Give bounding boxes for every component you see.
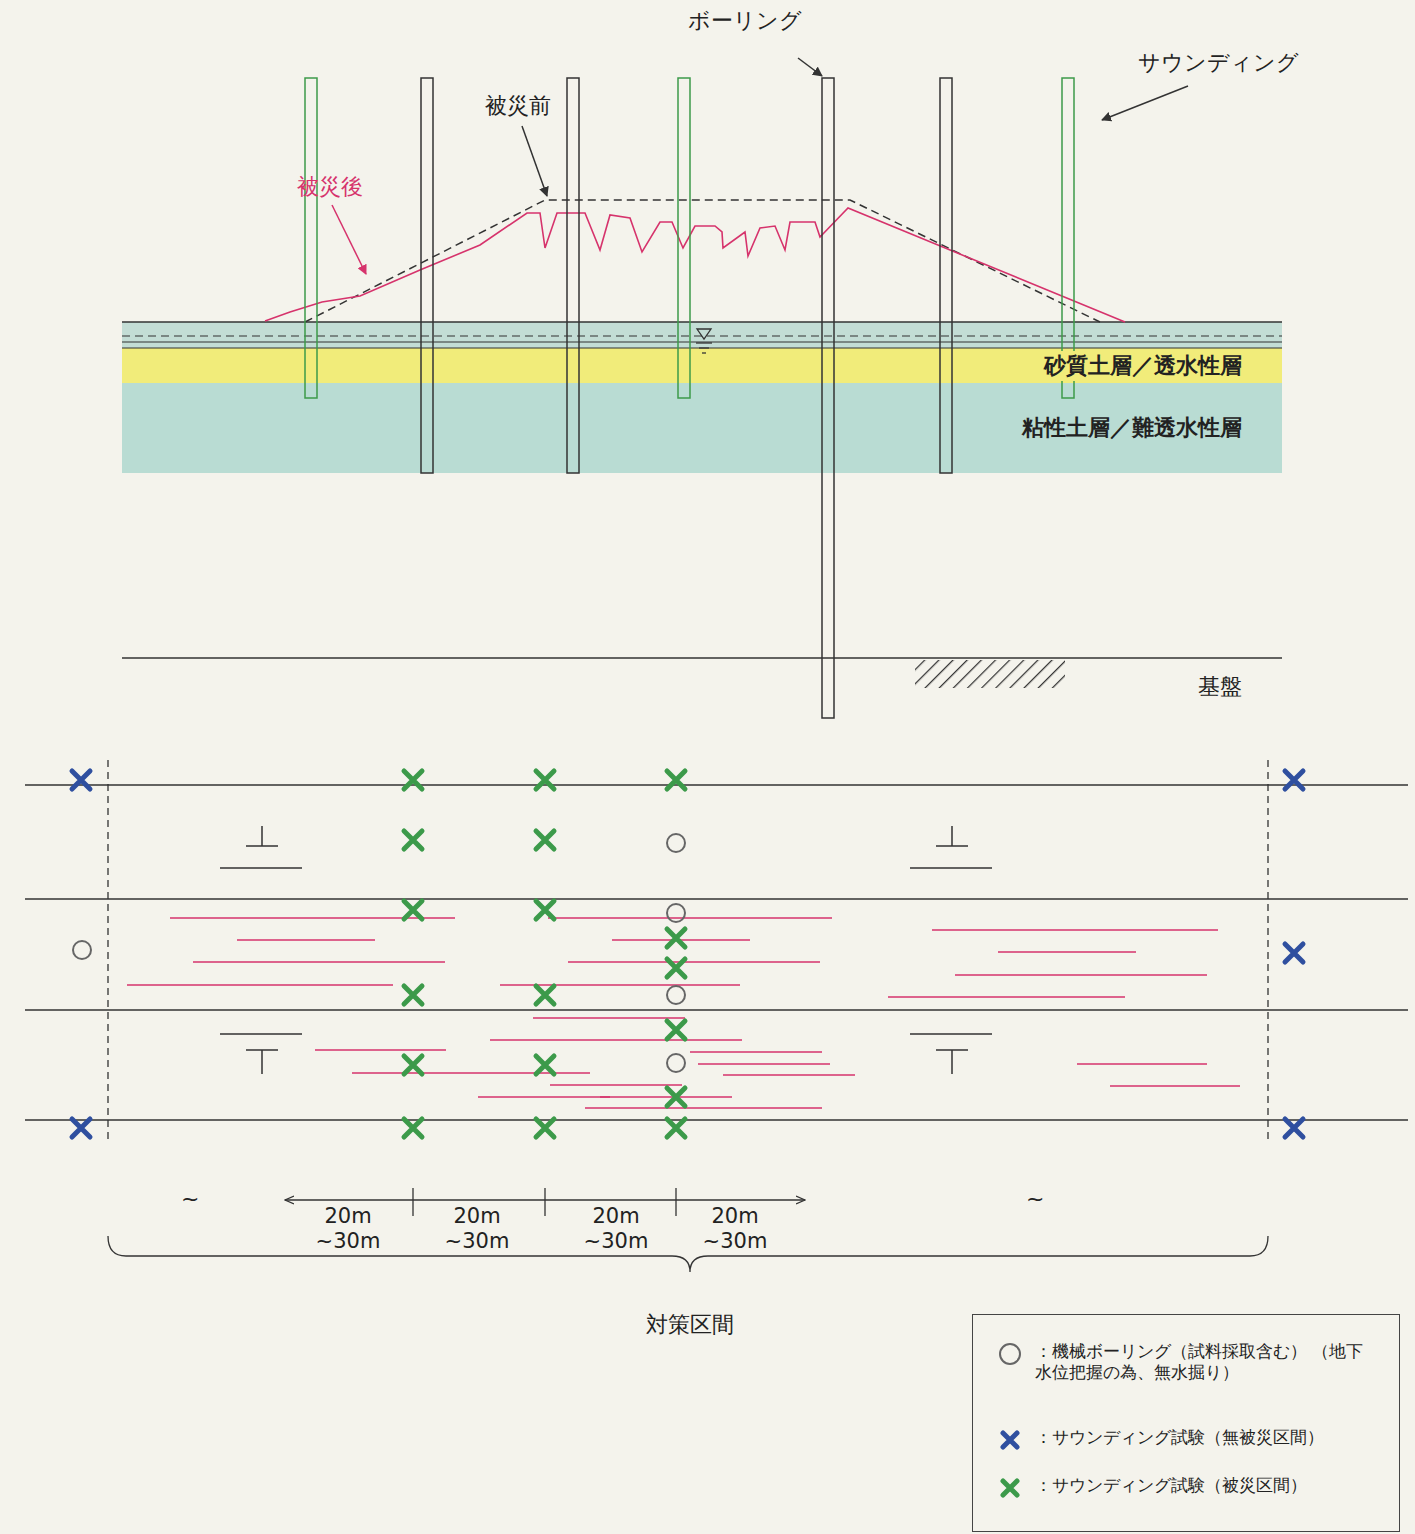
- callout-label: 被災前: [485, 93, 551, 119]
- legend-entry: ：サウンディング試験（無被災区間）: [997, 1427, 1365, 1453]
- legend-text: ：機械ボーリング（試料採取含む） （地下水位把握の為、無水掘り）: [1035, 1341, 1365, 1384]
- layer-name: 基盤: [1198, 674, 1242, 700]
- legend-symbol: [997, 1427, 1023, 1453]
- sounding-mark: [536, 1056, 554, 1074]
- sounding-mark: [1003, 1481, 1017, 1495]
- boring-mark: [73, 941, 91, 959]
- sounding-mark: [667, 1088, 685, 1106]
- sounding-mark: [404, 986, 422, 1004]
- sounding-mark: [667, 771, 685, 789]
- sounding-mark: [667, 1021, 685, 1039]
- sounding-mark: [404, 1119, 422, 1137]
- sounding-mark: [72, 1119, 90, 1137]
- sounding-mark: [1285, 771, 1303, 789]
- sounding-mark: [1285, 1119, 1303, 1137]
- callout-label: 被災後: [297, 174, 363, 200]
- legend-text: ：サウンディング試験（無被災区間）: [1035, 1427, 1365, 1448]
- sounding-mark: [667, 1119, 685, 1137]
- callout-label: サウンディング: [1138, 50, 1299, 76]
- boring-mark: [667, 1054, 685, 1072]
- boring-mark: [1000, 1344, 1020, 1364]
- legend-box: ：機械ボーリング（試料採取含む） （地下水位把握の為、無水掘り） ：サウンディング…: [972, 1314, 1400, 1532]
- sounding-mark: [404, 1056, 422, 1074]
- legend-entry: ：サウンディング試験（被災区間）: [997, 1475, 1365, 1501]
- sounding-mark: [667, 959, 685, 977]
- dimension: 20m ~30m: [576, 1204, 656, 1254]
- continuation-mark: ~: [1026, 1186, 1044, 1212]
- soil-layer: 粘性土層／難透水性層: [122, 383, 1282, 473]
- legend-text: ：サウンディング試験（被災区間）: [1035, 1475, 1365, 1496]
- dimension: 20m ~30m: [308, 1204, 388, 1254]
- sounding-mark: [536, 901, 554, 919]
- dimension: 20m ~30m: [437, 1204, 517, 1254]
- continuation-mark: ~: [181, 1186, 199, 1212]
- sounding-mark: [72, 771, 90, 789]
- layer-label: 砂質土層／透水性層: [1040, 351, 1246, 381]
- legend-entry: ：機械ボーリング（試料採取含む） （地下水位把握の為、無水掘り）: [997, 1341, 1365, 1384]
- sounding-mark: [404, 771, 422, 789]
- boring-mark: [667, 904, 685, 922]
- sounding-mark: [404, 901, 422, 919]
- sounding-mark: [1003, 1433, 1017, 1447]
- boring-mark: [667, 834, 685, 852]
- sounding-mark: [536, 831, 554, 849]
- layer-label: 粘性土層／難透水性層: [1018, 413, 1246, 443]
- sounding-mark: [667, 929, 685, 947]
- legend-symbol: [997, 1341, 1023, 1367]
- soil-layer: 砂質土層／透水性層: [122, 348, 1282, 383]
- dimension: 20m ~30m: [695, 1204, 775, 1254]
- sounding-mark: [536, 771, 554, 789]
- legend-symbol: [997, 1475, 1023, 1501]
- callout-label: ボーリング: [688, 8, 802, 34]
- sounding-mark: [1285, 944, 1303, 962]
- boring-mark: [667, 986, 685, 1004]
- sounding-mark: [404, 831, 422, 849]
- section-label: 対策区間: [646, 1312, 734, 1338]
- sounding-mark: [536, 986, 554, 1004]
- sounding-mark: [536, 1119, 554, 1137]
